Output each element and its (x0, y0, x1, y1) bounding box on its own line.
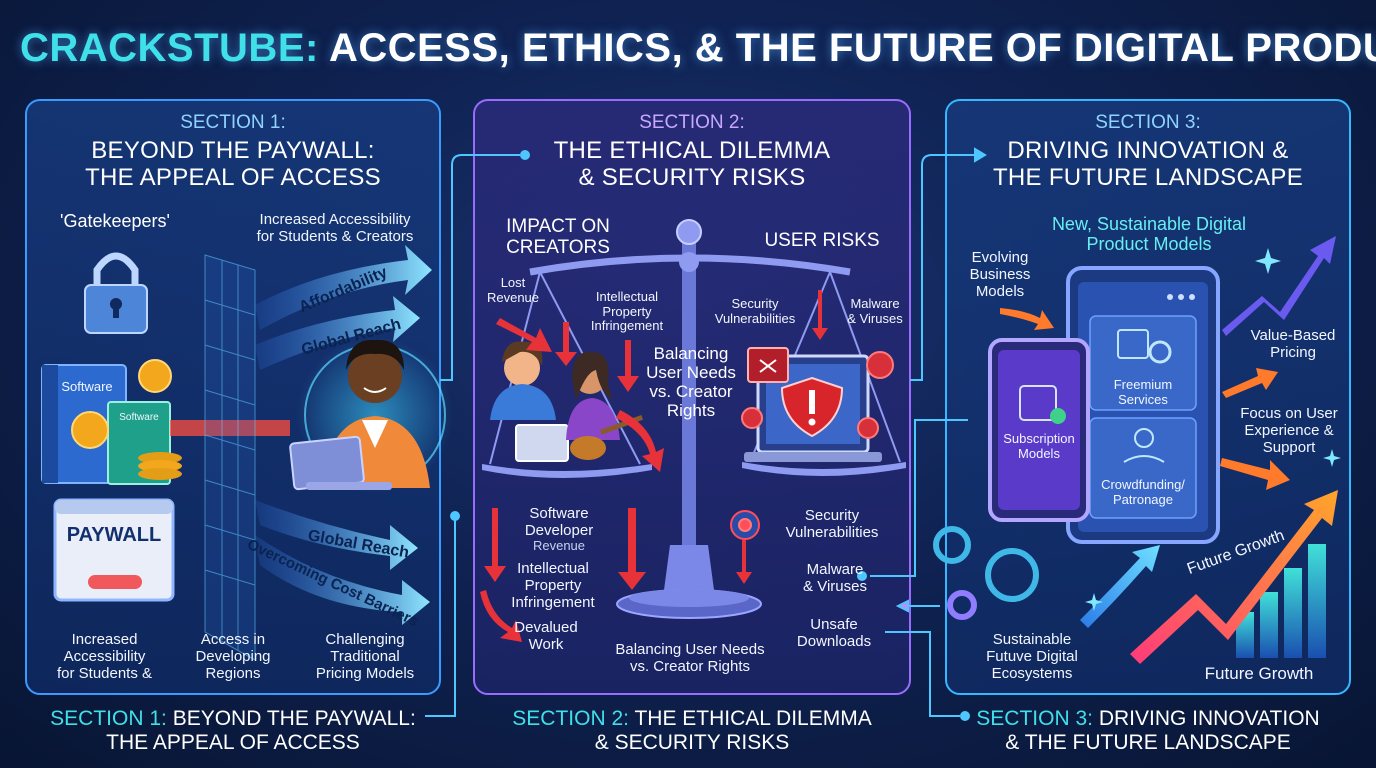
freemium-services-label: Freemium Services (1113, 377, 1173, 407)
sustainable-ecosystems-label: Sustainable Futuve Digital Ecosystems (986, 631, 1078, 682)
virus-icons (730, 351, 894, 540)
lost-revenue-label: Lost Revenue (486, 275, 540, 305)
red-down-arrows (480, 290, 828, 642)
infected-laptop-illustration (744, 347, 882, 462)
digital-wall (204, 254, 256, 661)
user-risks-heading: USER RISKS (764, 230, 880, 251)
software-developer-label: Software Developer (524, 505, 594, 539)
impact-on-creators-heading: IMPACT ON CREATORS (506, 216, 610, 259)
student-with-laptop-illustration (289, 337, 453, 493)
balance-scale-illustration (482, 219, 906, 619)
ip-infringement-top-label: Intellectual Property Infringement (590, 289, 664, 334)
section-1-number: SECTION 1: (180, 112, 286, 133)
footer-section-3: SECTION 3: DRIVING INNOVATION & THE FUTU… (976, 707, 1320, 755)
footer-section-1: SECTION 1: BEYOND THE PAYWALL: THE APPEA… (50, 707, 416, 755)
security-vulnerabilities-top-label: Security Vulnerabilities (714, 296, 796, 326)
future-growth-label: Future Growth (1204, 664, 1314, 683)
software-box-label-small: Software (119, 412, 159, 423)
section-3-number: SECTION 3: (1095, 112, 1201, 133)
section-2-number: SECTION 2: (639, 112, 745, 133)
malware-top-label: Malware & Viruses (847, 296, 903, 326)
evolving-business-models-label: Evolving Business Models (969, 249, 1031, 300)
access-flow-arrows (255, 245, 432, 625)
developer-revenue-label: Revenue (532, 538, 586, 553)
balancing-center-label: Balancing User Needs vs. Creator Rights (646, 344, 736, 421)
section-1-title: BEYOND THE PAYWALL: THE APPEAL OF ACCESS (85, 137, 381, 191)
crowdfunding-label: Crowdfunding/ Patronage (1101, 477, 1185, 507)
bottom-label-developing-regions: Access in Developing Regions (195, 631, 271, 682)
padlock-icon (84, 252, 148, 334)
security-vulnerabilities-bottom-label: Security Vulnerabilities (785, 507, 879, 541)
bottom-label-pricing-models: Challenging Traditional Pricing Models (315, 631, 415, 682)
section-2-title: THE ETHICAL DILEMMA & SECURITY RISKS (553, 137, 831, 191)
gear-icons (933, 526, 1039, 620)
focus-on-user-experience-label: Focus on User Experience & Support (1240, 405, 1338, 456)
page-title: CRACKSTUBE: ACCESS, ETHICS, & THE FUTURE… (20, 26, 1376, 71)
title-rest: ACCESS, ETHICS, & THE FUTURE OF DIGITAL … (328, 26, 1376, 70)
accessibility-top-label: Increased Accessibility for Students & C… (256, 211, 414, 245)
ip-infringement-bottom-label: Intellectual Property Infringement (511, 560, 595, 611)
paywall-window-icon (53, 498, 175, 602)
paywall-label: PAYWALL (66, 524, 162, 546)
sparkles (1085, 248, 1341, 611)
title-accent: CRACKSTUBE: (20, 26, 319, 70)
bottom-label-accessibility: Increased Accessibility for Students & (56, 631, 153, 682)
malware-bottom-label: Malware & Viruses (803, 561, 867, 595)
balancing-bottom-label: Balancing User Needs vs. Creator Rights (615, 641, 765, 675)
orange-arrows (1000, 308, 1290, 490)
footer-section-2: SECTION 2: THE ETHICAL DILEMMA & SECURIT… (512, 707, 872, 755)
unsafe-downloads-label: Unsafe Downloads (796, 616, 872, 650)
sustainable-models-heading: New, Sustainable Digital Product Models (1051, 214, 1247, 255)
worried-creators-illustration (490, 341, 644, 462)
smartphone-illustration (988, 338, 1090, 522)
subscription-models-label: Subscription Models (1003, 431, 1075, 461)
gatekeepers-label: 'Gatekeepers' (60, 211, 170, 231)
panel-connectors (425, 147, 987, 721)
section-3-title: DRIVING INNOVATION & THE FUTURE LANDSCAP… (992, 137, 1304, 191)
devalued-work-label: Devalued Work (514, 619, 578, 653)
growth-chart-illustration (1080, 236, 1338, 664)
software-box-icon (41, 359, 182, 485)
value-based-pricing-label: Value-Based Pricing (1250, 327, 1336, 361)
software-box-label-large: Software (61, 379, 113, 394)
